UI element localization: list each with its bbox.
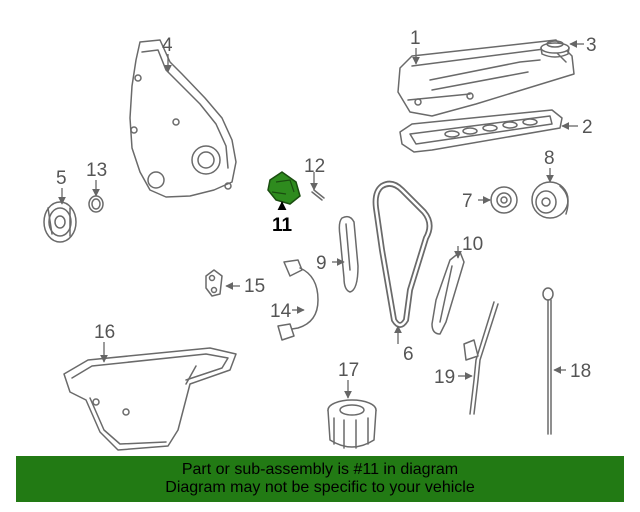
callout-7[interactable]: 7 [462, 191, 473, 212]
callout-3[interactable]: 3 [586, 35, 597, 56]
part-18-dipstick[interactable] [542, 287, 554, 435]
part-3-oil-cap[interactable] [540, 40, 570, 58]
callout-10[interactable]: 10 [462, 234, 483, 255]
part-1-valve-cover[interactable] [397, 39, 575, 117]
part-12-pin[interactable] [311, 189, 325, 201]
callout-5[interactable]: 5 [56, 168, 67, 189]
part-14-crank-sensor[interactable] [277, 259, 319, 341]
part-2-valve-cover-gasket[interactable] [399, 109, 563, 153]
callout-17[interactable]: 17 [338, 360, 359, 381]
part-4-timing-cover[interactable] [129, 39, 237, 198]
part-9-chain-guide[interactable] [338, 215, 359, 293]
callout-14[interactable]: 14 [270, 301, 292, 322]
part-7-cam-sprocket[interactable] [490, 186, 518, 214]
callout-15[interactable]: 15 [244, 276, 265, 297]
part-13-oil-seal[interactable] [88, 195, 104, 213]
leader-lines [58, 40, 584, 399]
callout-4[interactable]: 4 [162, 35, 173, 56]
part-17-oil-filter[interactable] [327, 399, 377, 449]
part-16-oil-pan[interactable] [63, 347, 237, 451]
callout-13[interactable]: 13 [86, 160, 107, 181]
part-15-bracket[interactable] [205, 269, 223, 297]
callout-9[interactable]: 9 [316, 253, 327, 274]
part-5-crank-pulley[interactable] [43, 201, 77, 243]
callout-1[interactable]: 1 [410, 28, 421, 49]
callout-11-highlighted[interactable]: 11 [272, 215, 293, 236]
callout-19[interactable]: 19 [434, 367, 455, 388]
part-8-cam-timing-gear[interactable] [531, 181, 569, 219]
callout-16[interactable]: 16 [94, 322, 115, 343]
callout-2[interactable]: 2 [582, 117, 593, 138]
callout-6[interactable]: 6 [403, 344, 414, 365]
callout-12[interactable]: 12 [304, 156, 325, 177]
banner-line-2: Diagram may not be specific to your vehi… [165, 479, 475, 496]
part-10-tensioner-arm[interactable] [431, 251, 465, 335]
part-11-chain-tensioner[interactable] [267, 171, 301, 205]
part-6-timing-chain[interactable] [372, 180, 433, 328]
banner-line-1: Part or sub-assembly is #11 in diagram [181, 461, 459, 478]
part-info-banner: Part or sub-assembly is #11 in diagram D… [16, 456, 624, 502]
callout-18[interactable]: 18 [570, 361, 591, 382]
part-19-dipstick-tube[interactable] [463, 301, 499, 415]
callout-labels: 1 2 3 4 5 6 7 8 9 10 11 12 13 14 15 16 1… [56, 28, 597, 388]
engine-parts-diagram: 1 2 3 4 5 6 7 8 9 10 11 12 13 14 15 16 1… [43, 28, 597, 451]
callout-8[interactable]: 8 [544, 148, 555, 169]
